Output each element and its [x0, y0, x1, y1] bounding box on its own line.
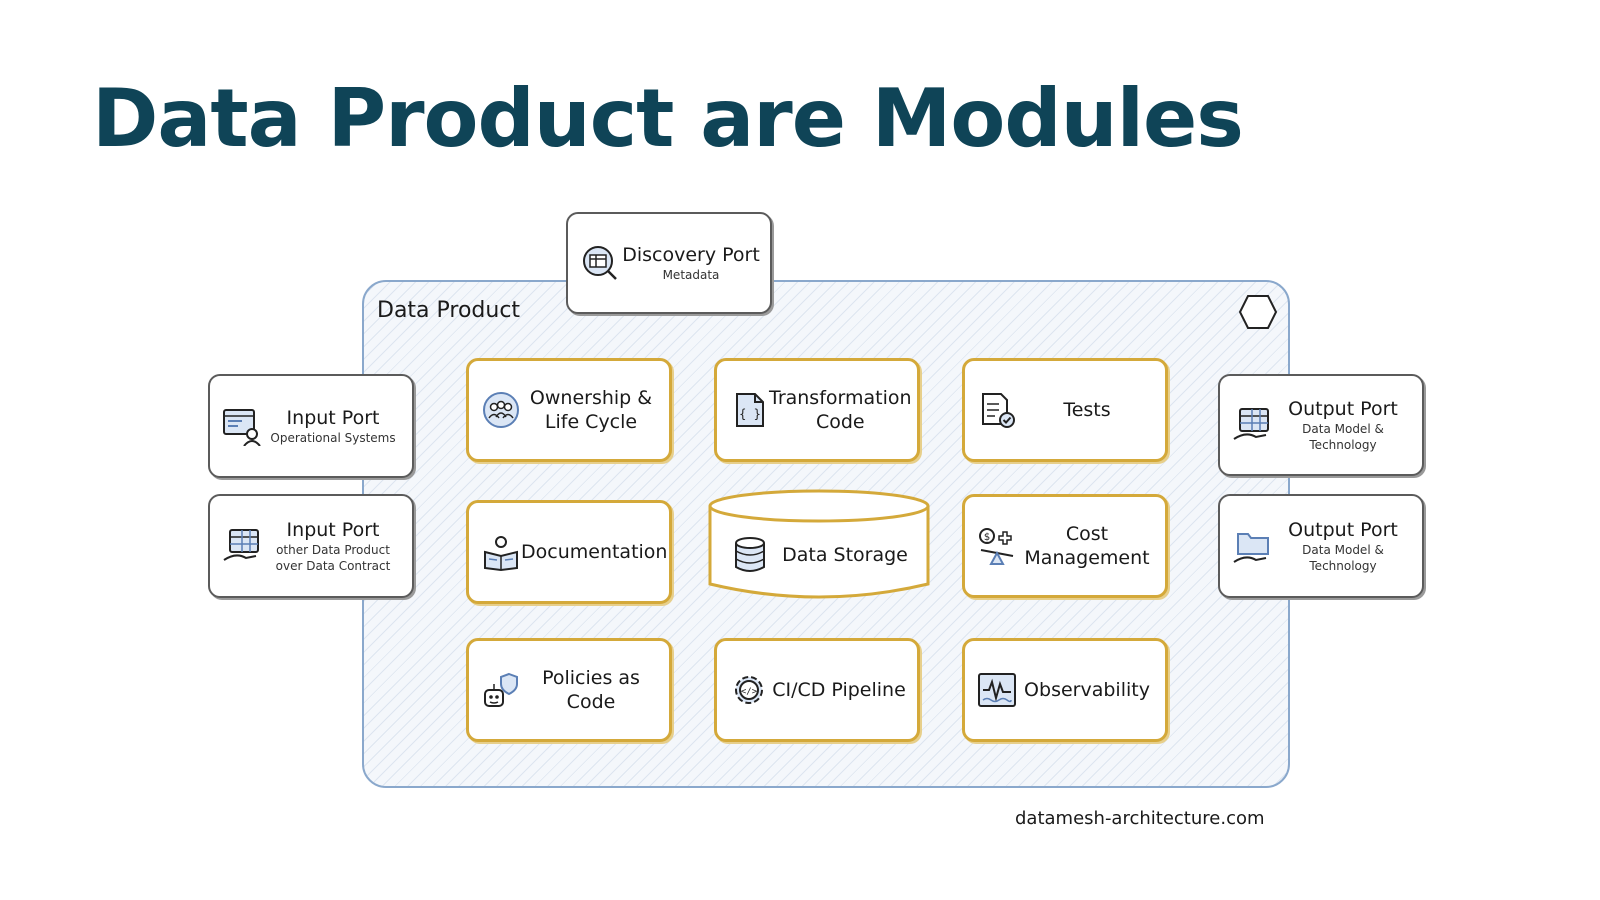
table-hand-icon — [1233, 408, 1269, 440]
input-port-operational-text: Input Port Operational Systems — [262, 406, 412, 446]
monitor-wave-icon — [978, 673, 1016, 707]
module-label: Documentation — [521, 541, 668, 563]
module-observability[interactable]: Observability — [962, 638, 1168, 742]
module-observability-text: Observability — [1017, 678, 1165, 702]
module-label: CI/CD Pipeline — [772, 679, 906, 701]
page-title: Data Product are Modules — [92, 72, 1244, 165]
hexagon-icon — [1238, 295, 1278, 329]
svg-text:{ }: { } — [739, 407, 761, 421]
module-ownership-text: Ownership & Life Cycle — [521, 386, 669, 434]
table-hand-icon — [223, 529, 259, 561]
module-data-storage[interactable]: Data Storage — [706, 520, 932, 590]
input-port-label: Input Port — [286, 407, 380, 429]
module-label: Observability — [1024, 679, 1150, 701]
module-transformation-text: Transformation Code — [769, 386, 920, 434]
module-cicd[interactable]: </> CI/CD Pipeline — [714, 638, 920, 742]
module-tests[interactable]: Tests — [962, 358, 1168, 462]
checklist-icon — [982, 393, 1015, 428]
search-table-icon — [583, 246, 617, 280]
module-label: Cost Management — [1024, 523, 1150, 569]
output-port-1[interactable]: Output Port Data Model & Technology — [1218, 374, 1424, 476]
data-storage-cylinder — [708, 489, 930, 599]
output-port-label: Output Port — [1288, 398, 1398, 420]
module-ownership[interactable]: Ownership & Life Cycle — [466, 358, 672, 462]
module-cost[interactable]: $ Cost Management — [962, 494, 1168, 598]
people-group-icon — [483, 392, 519, 428]
input-port-data-contract-text: Input Port other Data Product over Data … — [262, 518, 412, 574]
module-label: Ownership & Life Cycle — [529, 387, 653, 433]
module-transformation[interactable]: { } Transformation Code — [714, 358, 920, 462]
discovery-port-sub: Metadata — [662, 268, 720, 282]
input-port-sub: other Data Product over Data Contract — [275, 543, 391, 573]
footer-source: datamesh-architecture.com — [1015, 808, 1265, 829]
svg-text:$: $ — [984, 532, 990, 543]
module-label: Policies as Code — [542, 667, 640, 713]
module-label: Transformation Code — [769, 387, 912, 433]
output-port-label: Output Port — [1288, 519, 1398, 541]
module-policies[interactable]: Policies as Code — [466, 638, 672, 742]
output-port-2[interactable]: Output Port Data Model & Technology — [1218, 494, 1424, 598]
module-label: Tests — [1063, 399, 1111, 421]
module-documentation-text: Documentation — [521, 540, 675, 564]
discovery-port-label: Discovery Port — [622, 244, 760, 266]
folder-hand-icon — [1233, 533, 1269, 563]
container-label: Data Product — [377, 298, 521, 323]
output-port-1-text: Output Port Data Model & Technology — [1272, 397, 1422, 453]
module-label: Data Storage — [782, 544, 908, 566]
discovery-port[interactable]: Discovery Port Metadata — [566, 212, 772, 314]
reading-person-icon — [484, 536, 518, 572]
input-port-data-contract[interactable]: Input Port other Data Product over Data … — [208, 494, 414, 598]
gear-code-icon: </> — [735, 676, 763, 704]
output-port-2-text: Output Port Data Model & Technology — [1272, 518, 1422, 574]
code-file-icon: { } — [736, 393, 764, 427]
dollar-balance-icon: $ — [979, 528, 1014, 565]
input-port-label: Input Port — [286, 519, 380, 541]
output-port-sub: Data Model & Technology — [1302, 422, 1384, 452]
database-icon — [735, 537, 766, 572]
discovery-port-text: Discovery Port Metadata — [620, 243, 770, 283]
input-port-operational[interactable]: Input Port Operational Systems — [208, 374, 414, 478]
module-documentation[interactable]: Documentation — [466, 500, 672, 604]
module-tests-text: Tests — [1017, 398, 1165, 422]
robot-shield-icon — [484, 672, 518, 707]
module-cicd-text: CI/CD Pipeline — [769, 678, 917, 702]
input-port-sub: Operational Systems — [270, 431, 396, 445]
module-cost-text: Cost Management — [1017, 522, 1165, 570]
system-user-icon — [223, 409, 261, 446]
output-port-sub: Data Model & Technology — [1302, 543, 1384, 573]
svg-text:</>: </> — [741, 687, 758, 697]
module-policies-text: Policies as Code — [521, 666, 669, 714]
